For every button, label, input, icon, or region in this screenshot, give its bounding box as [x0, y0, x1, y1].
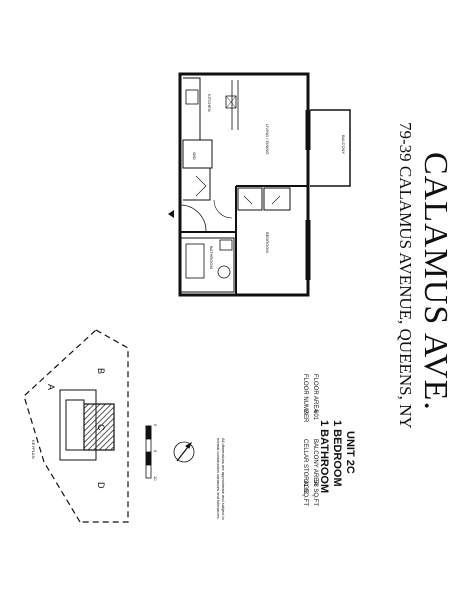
scale-label-0: 0 [153, 424, 158, 427]
north-arrow-icon [173, 441, 195, 463]
room-label-wd: W/D [192, 152, 197, 160]
scale-label-10: 10 [153, 476, 158, 481]
unit-label: UNIT 2C [344, 431, 356, 474]
keyplan-label: KEYPLAN [31, 440, 36, 459]
building-title: CALAMUS AVE. [417, 152, 454, 411]
balcony-value: 58 SQ.FT [312, 480, 318, 507]
floor-area-label: FLOOR AREA [312, 374, 318, 413]
balcony-label: BALCONY AREA [312, 439, 318, 486]
unit-bathrooms: 1 BATHROOM [318, 420, 330, 494]
disclaimer-text: All dimensions are approximate and subje… [216, 438, 226, 520]
scale-label-5: 5 [153, 450, 158, 453]
keyplan-letter-d: D [96, 482, 106, 489]
cellar-value: 31 SQ.FT [302, 480, 308, 507]
keyplan-letter-c: C [96, 424, 106, 431]
keyplan-letter-b: B [96, 368, 106, 375]
keyplan-letter-a: A [46, 384, 56, 391]
room-label-bathroom: BATHROOM [209, 246, 214, 269]
room-label-bedroom: BEDROOM [265, 232, 270, 253]
scale-bar [145, 425, 152, 479]
floor-number-label: FLOOR NUMBER [302, 374, 308, 423]
unit-bedrooms: 1 BEDROOM [331, 420, 343, 487]
apartment-outline [178, 72, 351, 297]
building-address: 79-39 CALAMUS AVENUE, QUEENS, NY [396, 122, 415, 429]
room-label-living: LIVING / DINING [265, 124, 270, 155]
floor-number-value: 2 [302, 410, 308, 414]
floor-area-value: 601 [312, 410, 318, 421]
keyplan-diagram [23, 329, 129, 523]
room-label-balcony: BALCONY [341, 135, 346, 155]
entry-arrow-icon [168, 210, 174, 218]
room-label-kitchen: KITCHEN [207, 94, 212, 112]
